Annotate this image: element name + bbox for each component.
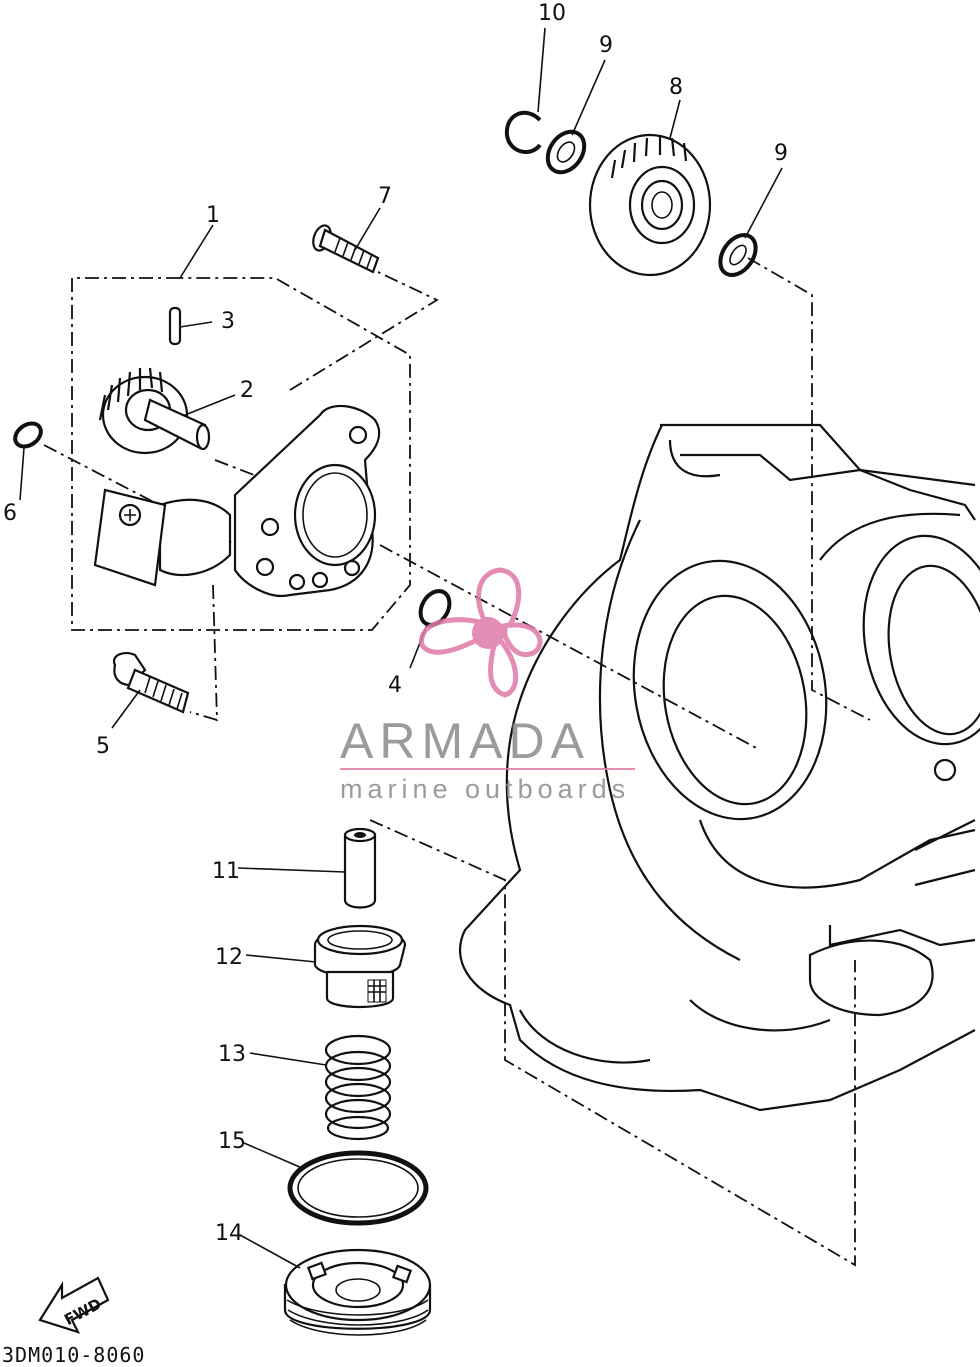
callout-11: 11 bbox=[212, 859, 240, 884]
callout-6: 6 bbox=[3, 501, 17, 526]
watermark-brand: ARMADA bbox=[340, 713, 590, 769]
callout-9-right: 9 bbox=[774, 141, 788, 166]
screw-7 bbox=[312, 224, 380, 274]
callout-12: 12 bbox=[215, 945, 243, 970]
armada-watermark: ARMADA marine outboards bbox=[340, 567, 635, 804]
callout-13: 13 bbox=[218, 1042, 246, 1067]
callout-labels: 1 2 3 4 5 6 7 8 9 9 10 11 12 13 15 14 bbox=[3, 1, 788, 1246]
drawing-code: 3DM010-8060 bbox=[2, 1343, 145, 1367]
washer-9-top bbox=[545, 129, 587, 175]
callout-1: 1 bbox=[206, 203, 220, 228]
fwd-arrow-icon: FWD bbox=[38, 1276, 110, 1334]
leader-lines bbox=[19, 27, 783, 1269]
assembly-1-outline bbox=[71, 277, 411, 631]
callout-8: 8 bbox=[669, 75, 683, 100]
washer-4 bbox=[418, 589, 452, 627]
strainer-12 bbox=[313, 924, 407, 1009]
dowel-pin-3 bbox=[168, 306, 182, 346]
oil-pump-body bbox=[93, 404, 381, 598]
plug-14 bbox=[283, 1248, 432, 1336]
callout-2: 2 bbox=[240, 378, 254, 403]
callout-5: 5 bbox=[96, 734, 110, 759]
callout-9-top: 9 bbox=[599, 33, 613, 58]
spring-13 bbox=[324, 1034, 392, 1141]
washer-9-right bbox=[718, 233, 758, 277]
crankcase bbox=[459, 423, 980, 1112]
callout-10: 10 bbox=[538, 1, 566, 26]
screw-5 bbox=[112, 651, 190, 714]
watermark-tagline: marine outboards bbox=[340, 774, 630, 804]
o-ring-15 bbox=[287, 1150, 429, 1226]
circlip-10 bbox=[504, 110, 542, 155]
callout-15: 15 bbox=[218, 1129, 246, 1154]
driven-gear-8 bbox=[588, 133, 712, 277]
o-ring-6 bbox=[13, 421, 43, 449]
pipe-11 bbox=[343, 827, 377, 909]
callout-4: 4 bbox=[388, 673, 402, 698]
callout-14: 14 bbox=[215, 1221, 243, 1246]
propeller-logo-icon bbox=[419, 567, 543, 698]
callout-3: 3 bbox=[221, 309, 235, 334]
callout-7: 7 bbox=[378, 184, 392, 209]
oil-pump-gear-2 bbox=[98, 367, 211, 455]
alignment-lines bbox=[43, 257, 871, 1267]
